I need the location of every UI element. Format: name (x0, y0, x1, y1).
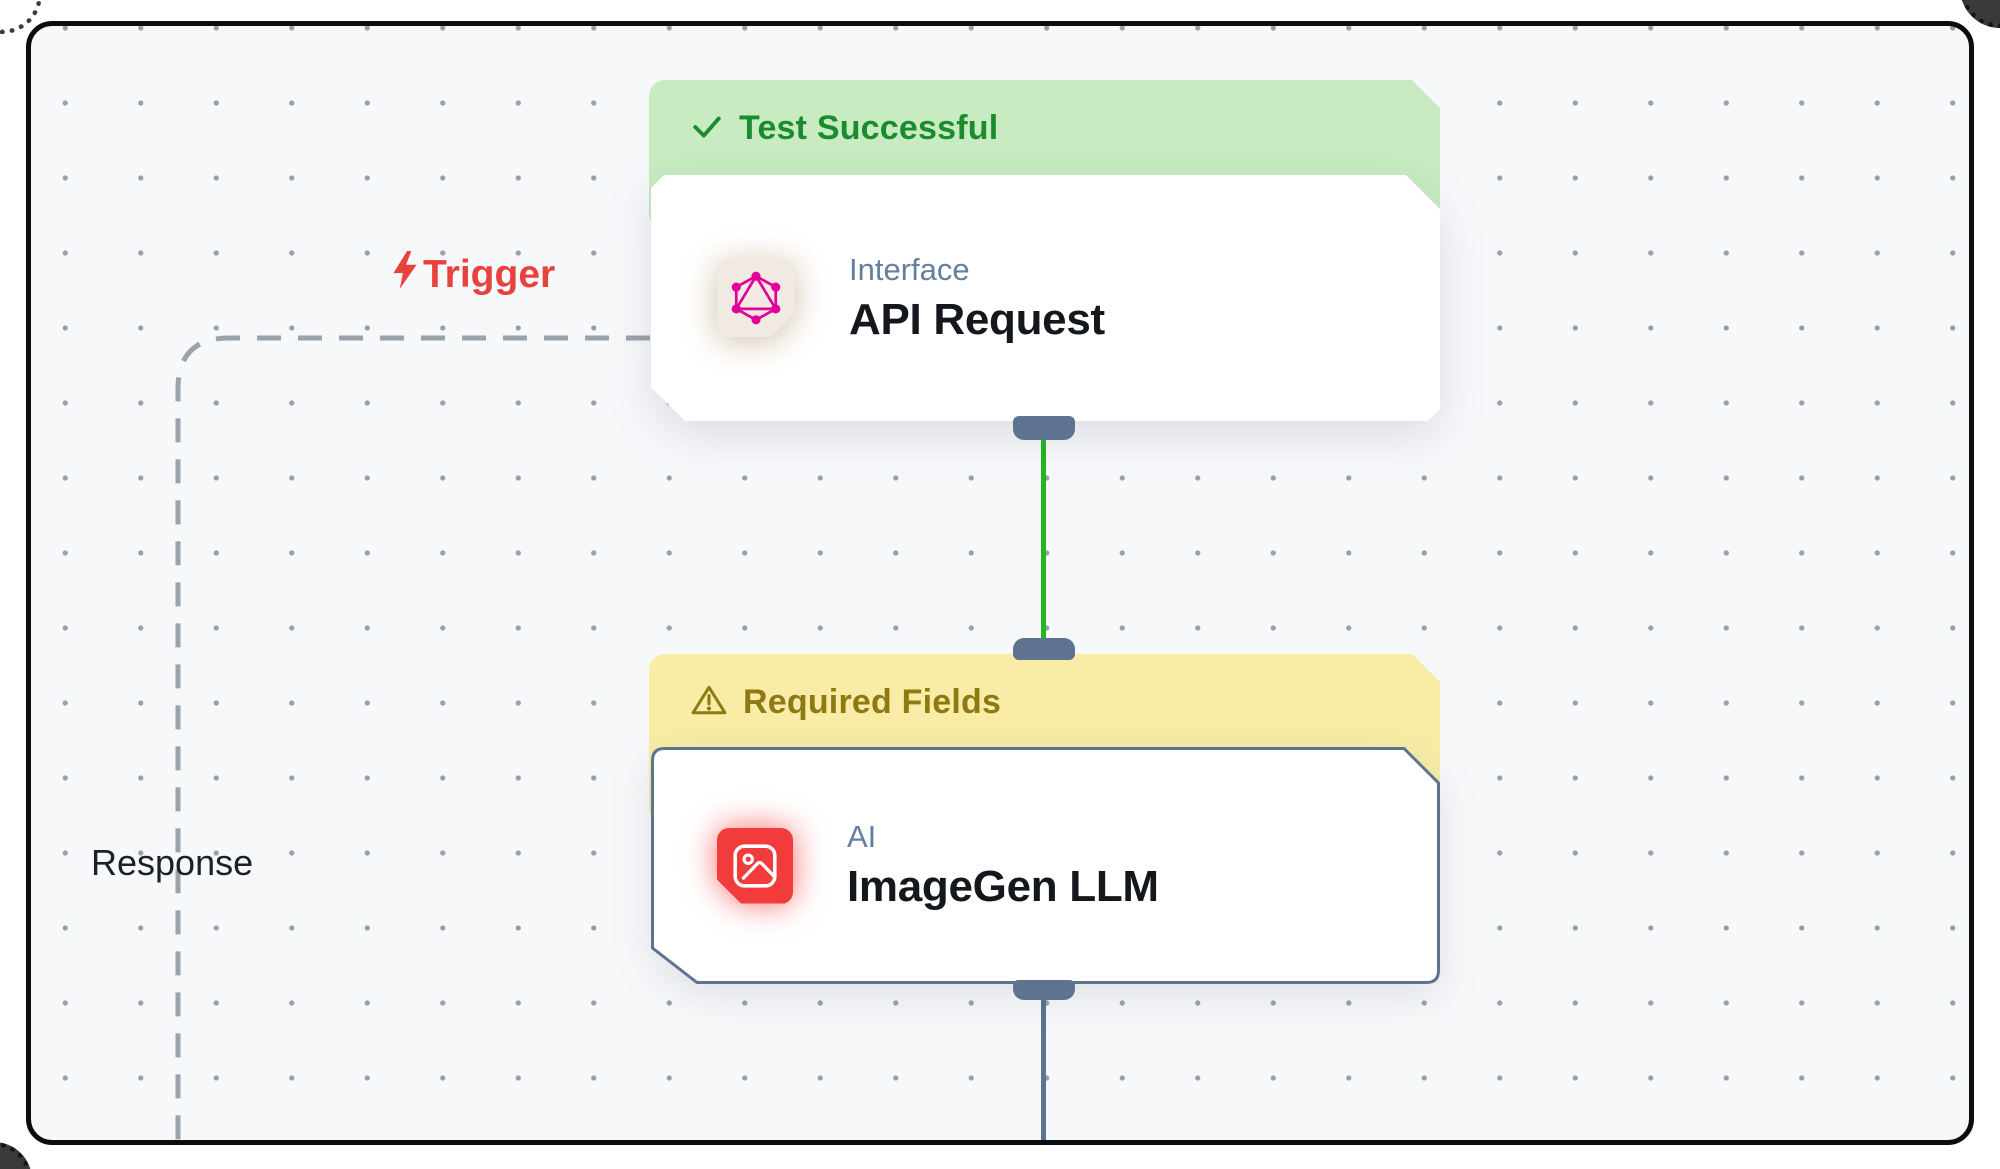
graphql-icon (717, 259, 795, 337)
trigger-edge-label: Trigger (391, 250, 555, 300)
node-title: ImageGen LLM (847, 862, 1159, 911)
port-imagegen-input[interactable] (1013, 638, 1075, 660)
node-imagegen-llm[interactable]: AI ImageGen LLM (651, 747, 1440, 984)
edge-api-to-imagegen (1041, 434, 1046, 644)
workflow-canvas[interactable]: Trigger Response Test Successful (26, 21, 1974, 1145)
node-api-request[interactable]: Interface API Request (651, 175, 1440, 421)
port-imagegen-output[interactable] (1013, 980, 1075, 1000)
node-title: API Request (849, 294, 1105, 344)
status-banner-label: Required Fields (743, 683, 1002, 721)
lightning-bolt-icon (391, 250, 419, 300)
node-category: AI (847, 819, 877, 854)
response-edge-label: Response (91, 842, 254, 883)
status-banner-label: Test Successful (739, 109, 999, 147)
image-gen-icon (717, 828, 793, 904)
port-api-request-output[interactable] (1013, 416, 1075, 440)
node-selected-outline (651, 747, 1440, 984)
corner-artifact (0, 1142, 32, 1169)
node-category: Interface (849, 251, 970, 287)
response-edge (175, 335, 650, 1140)
warning-icon (691, 684, 727, 725)
trigger-label-text: Trigger (423, 253, 556, 296)
corner-artifact (1960, 0, 2000, 28)
edge-imagegen-down (1041, 984, 1046, 1140)
check-icon (691, 110, 723, 151)
